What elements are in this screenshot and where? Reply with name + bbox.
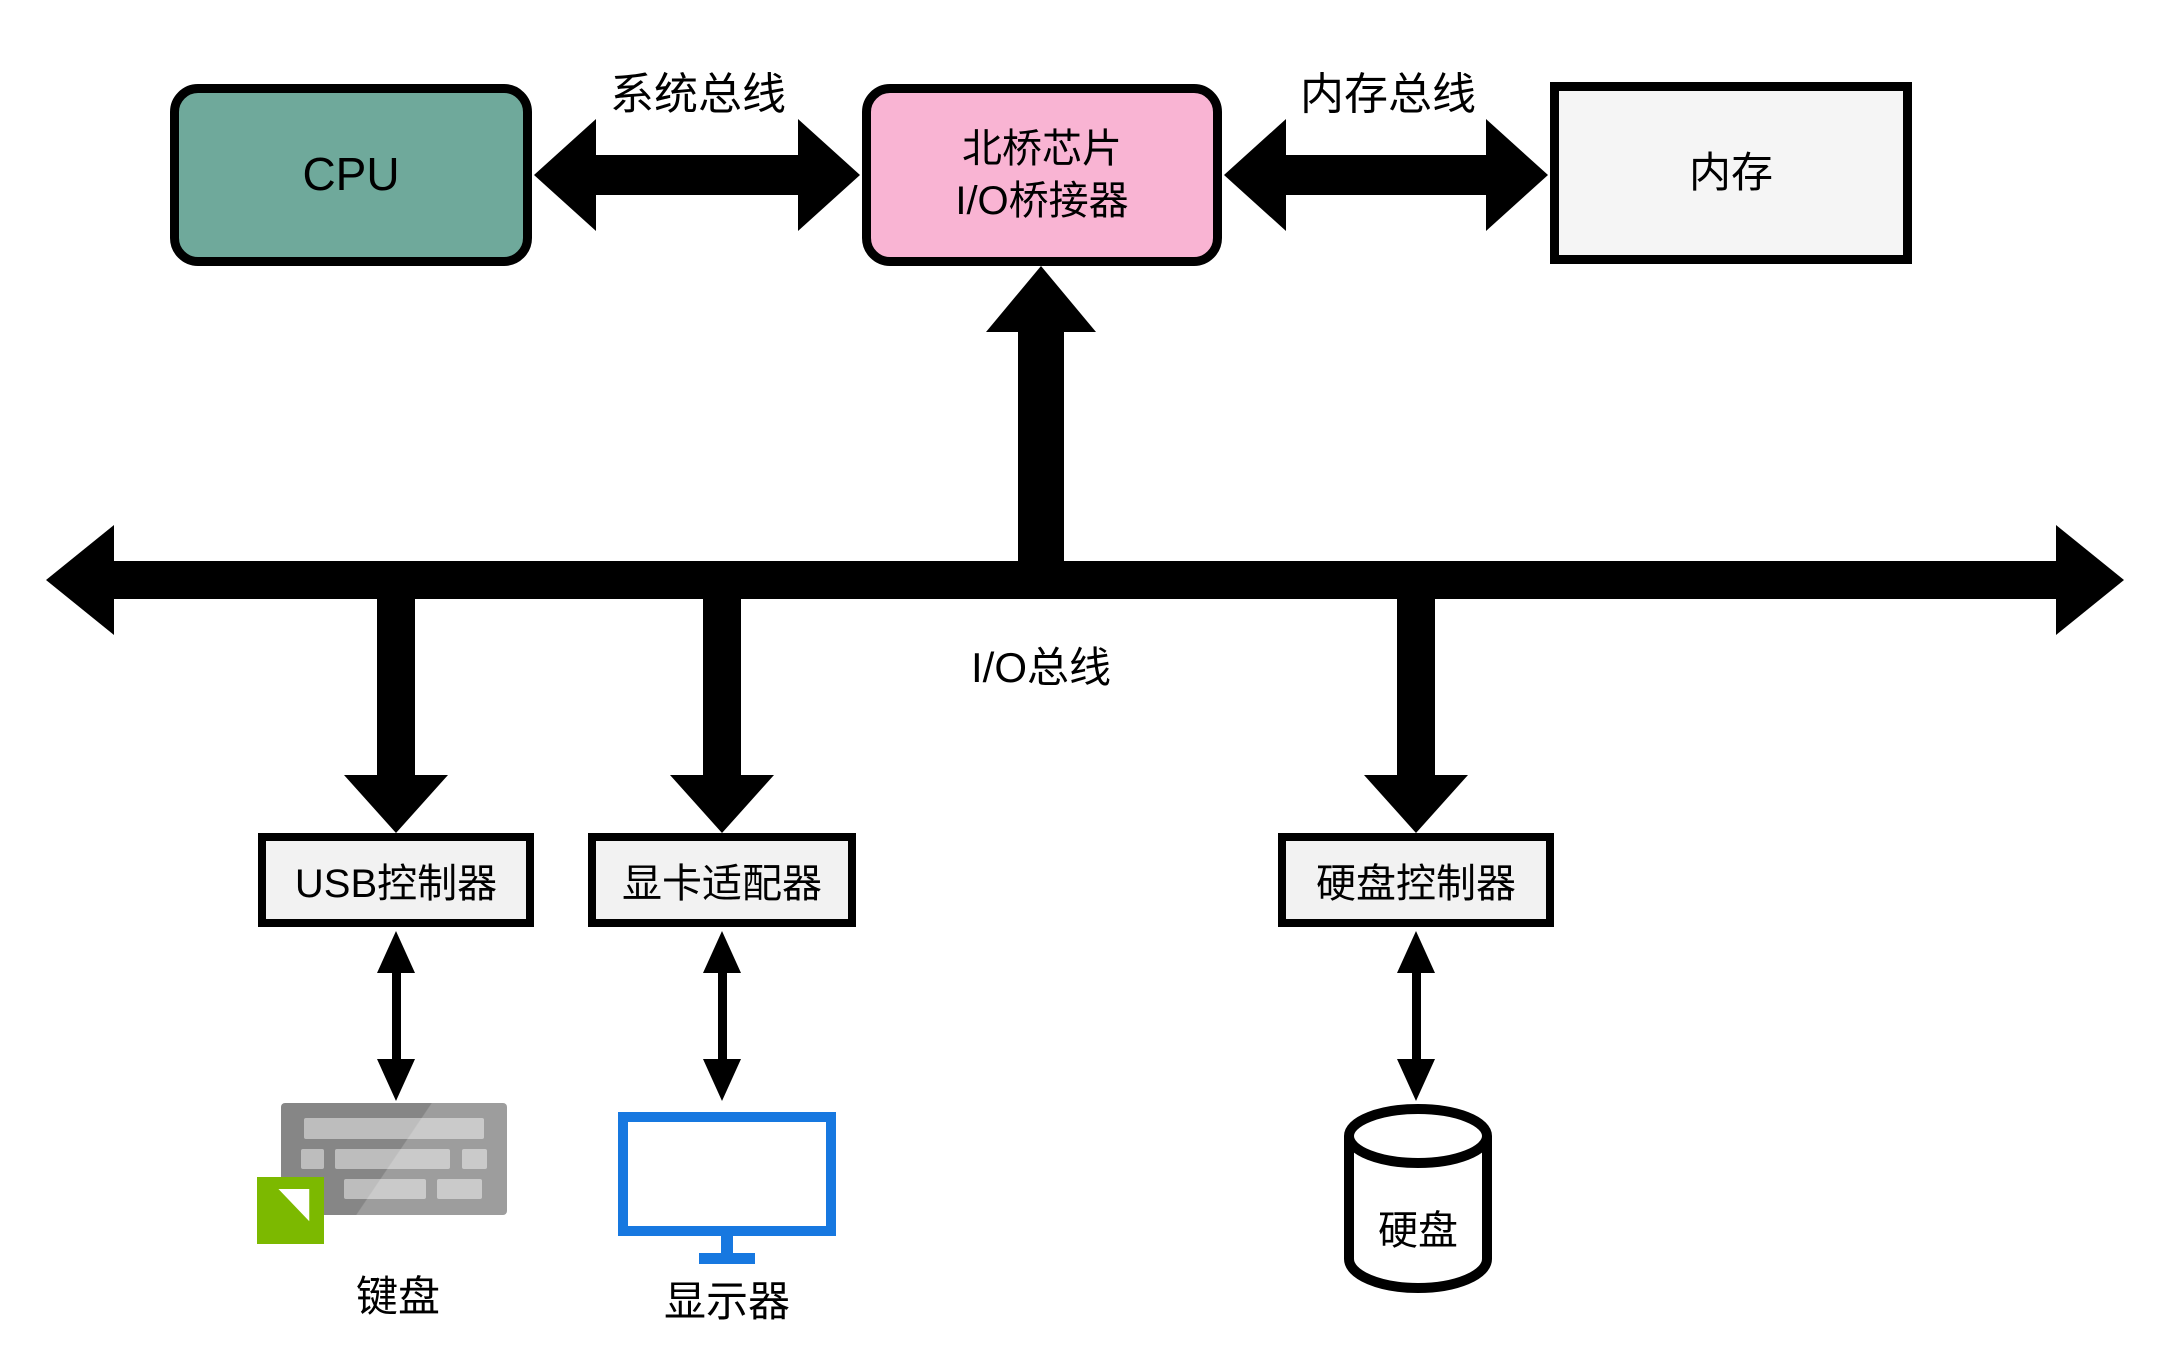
arrowhead-down-icon <box>377 1059 415 1101</box>
system-bus-label: 系统总线 <box>610 70 786 119</box>
arrowhead-left-icon <box>1224 119 1286 231</box>
arrow-shaft <box>1286 155 1486 195</box>
io-bus-line <box>112 561 2058 599</box>
memory-bus-arrow <box>1224 119 1548 231</box>
usb-controller-label: USB控制器 <box>294 862 498 906</box>
arrowhead-down-icon <box>344 775 448 833</box>
usb-drop-arrow <box>344 599 448 833</box>
cpu-label: CPU <box>302 148 400 201</box>
arrow-shaft <box>391 973 401 1059</box>
disk-drop-arrow <box>1364 599 1468 833</box>
keyboard-badge-icon <box>257 1177 324 1244</box>
cpu-box: CPU <box>170 84 532 266</box>
arrow-shaft <box>1397 599 1435 775</box>
disk-controller-box: 硬盘控制器 <box>1278 833 1554 927</box>
usb-controller-box: USB控制器 <box>258 833 534 927</box>
cylinder-icon <box>1344 1104 1492 1293</box>
display-device-link-arrow <box>702 931 742 1101</box>
system-bus-arrow <box>534 119 860 231</box>
arrowhead-up-icon <box>986 266 1096 332</box>
disk-device-link-arrow <box>1396 931 1436 1101</box>
arrowhead-down-icon <box>670 775 774 833</box>
northbridge-uplink-arrow <box>986 266 1096 572</box>
keyboard-key <box>301 1148 324 1170</box>
hard-disk-icon <box>1343 1102 1493 1299</box>
northbridge-label-line1: 北桥芯片 <box>962 127 1122 171</box>
usb-device-link-arrow <box>376 931 416 1101</box>
keyboard-key <box>344 1179 426 1200</box>
arrow-shaft <box>703 599 741 775</box>
northbridge-label-line2: I/O桥接器 <box>955 179 1129 223</box>
arrowhead-down-icon <box>1397 1059 1435 1101</box>
arrowhead-up-icon <box>1397 931 1435 973</box>
io-bus-label: I/O总线 <box>970 644 1111 691</box>
graphics-adapter-box: 显卡适配器 <box>588 833 856 927</box>
arrowhead-up-icon <box>703 931 741 973</box>
keyboard-badge-triangle-icon <box>278 1189 310 1222</box>
arrowhead-left-icon <box>534 119 596 231</box>
arrow-shaft <box>1018 332 1064 572</box>
keyboard-key <box>335 1148 451 1170</box>
keyboard-key <box>436 1179 483 1200</box>
graphics-adapter-label: 显卡适配器 <box>622 862 822 906</box>
memory-bus-label: 内存总线 <box>1300 70 1476 119</box>
monitor-icon <box>618 1112 836 1236</box>
arrow-shaft <box>377 599 415 775</box>
arrow-shaft <box>1411 973 1421 1059</box>
arrowhead-down-icon <box>703 1059 741 1101</box>
io-bus-right-arrowhead-icon <box>2056 525 2124 635</box>
disk-controller-label: 硬盘控制器 <box>1316 862 1516 906</box>
arrowhead-down-icon <box>1364 775 1468 833</box>
arrowhead-right-icon <box>1486 119 1548 231</box>
memory-label: 内存 <box>1688 148 1773 196</box>
arrow-shaft <box>717 973 727 1059</box>
arrow-shaft <box>596 155 798 195</box>
io-bus-left-arrowhead-icon <box>46 525 114 635</box>
hard-disk-label: 硬盘 <box>1378 1209 1458 1253</box>
arrowhead-up-icon <box>377 931 415 973</box>
monitor-base-icon <box>699 1253 755 1264</box>
keyboard-key <box>461 1148 487 1170</box>
display-label: 显示器 <box>663 1278 790 1325</box>
monitor-stand-icon <box>721 1236 733 1253</box>
arrowhead-right-icon <box>798 119 860 231</box>
keyboard-key <box>303 1117 485 1139</box>
northbridge-box: 北桥芯片 I/O桥接器 <box>862 84 1222 266</box>
gpu-drop-arrow <box>670 599 774 833</box>
keyboard-label: 键盘 <box>355 1273 440 1320</box>
memory-box: 内存 <box>1550 82 1912 264</box>
